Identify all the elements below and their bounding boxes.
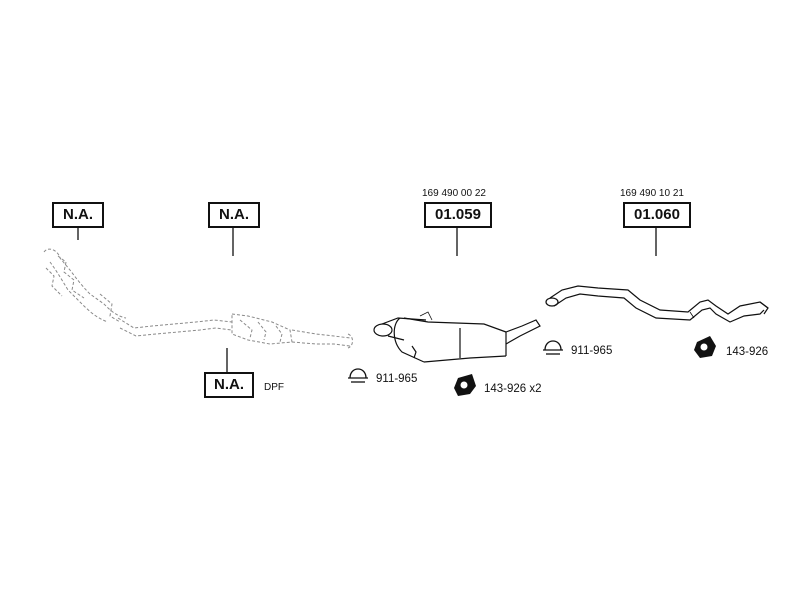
na-box-dpf: N.A. bbox=[204, 372, 254, 398]
na-box-center: N.A. bbox=[208, 202, 260, 228]
clamp-b-label: 911-965 bbox=[571, 345, 613, 357]
na-box-front: N.A. bbox=[52, 202, 104, 228]
rubber-a-label: 143-926 x2 bbox=[484, 383, 542, 395]
part-box-01-060: 01.060 bbox=[623, 202, 691, 228]
front-pipe-ghost bbox=[43, 248, 353, 349]
rubber-mount-icon bbox=[454, 374, 476, 396]
rear-pipe bbox=[545, 285, 769, 323]
clamp-icon bbox=[543, 340, 563, 355]
part-box-01-059: 01.059 bbox=[424, 202, 492, 228]
rear-oem-number: 169 490 10 21 bbox=[620, 188, 684, 199]
middle-silencer bbox=[373, 311, 541, 363]
middle-oem-number: 169 490 00 22 bbox=[422, 188, 486, 199]
rubber-mount-icon bbox=[694, 336, 716, 358]
clamp-a-label: 911-965 bbox=[376, 373, 418, 385]
clamp-icon bbox=[348, 368, 368, 383]
dpf-label: DPF bbox=[264, 382, 284, 393]
rubber-b-label: 143-926 bbox=[726, 346, 769, 358]
